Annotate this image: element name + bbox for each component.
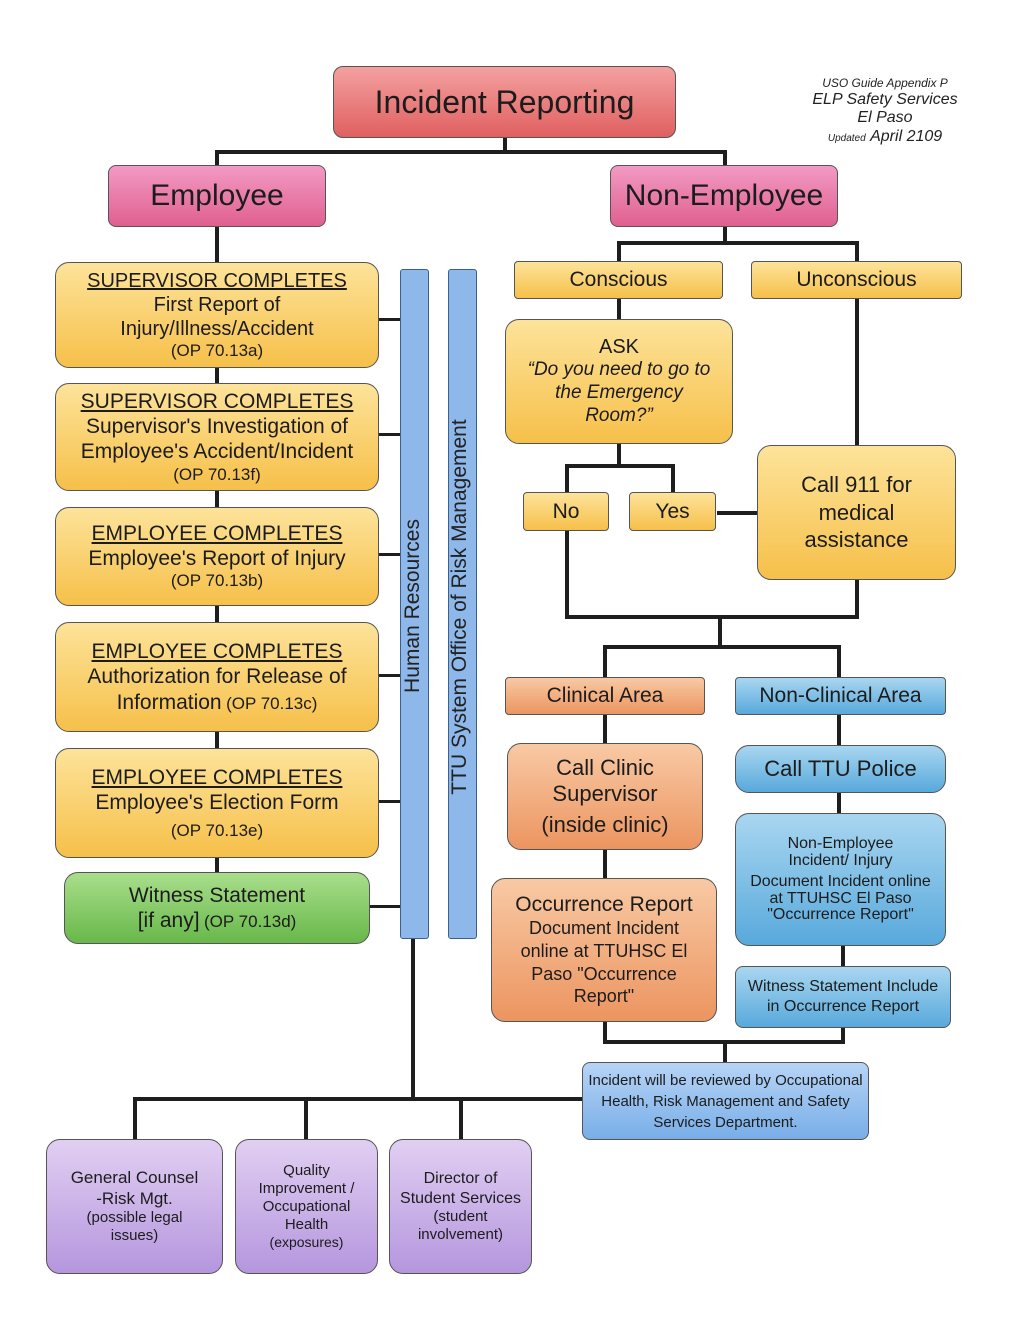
non-clinical-area-label: Non-Clinical Area: [759, 684, 922, 708]
human-resources-bar: [400, 269, 429, 939]
non-employee-injury-body: Document Incident online at TTUHSC El Pa…: [750, 872, 931, 924]
non-employee-injury-title: Non-Employee Incident/ Injury: [787, 834, 894, 870]
witness-include-text: Witness Statement Include in Occurrence …: [747, 978, 939, 1015]
call-ttu-police-box: Call TTU Police: [735, 745, 946, 793]
witness-line1: Witness Statement: [128, 883, 306, 907]
risk-management-bar: [448, 269, 477, 939]
general-counsel-line2: -Risk Mgt.: [96, 1188, 173, 1208]
guide-updated: Updated April 2109: [795, 128, 975, 146]
step-heading: EMPLOYEE COMPLETES: [91, 522, 343, 546]
quality-improvement-line1: Quality Improvement / Occupational Healt…: [258, 1162, 355, 1234]
director-line1: Director of Student Services: [400, 1170, 521, 1207]
yes-box: Yes: [629, 492, 716, 531]
review-box: Incident will be reviewed by Occupationa…: [582, 1062, 869, 1140]
occurrence-title: Occurrence Report: [515, 892, 693, 916]
call-clinic-line2: Supervisor: [552, 781, 658, 807]
quality-improvement-box: Quality Improvement / Occupational Healt…: [235, 1139, 378, 1274]
step-line2: Injury/Illness/Accident: [120, 317, 314, 340]
witness-code: (OP 70.13d): [204, 912, 297, 931]
call-ttu-police-label: Call TTU Police: [764, 755, 917, 781]
clinical-area-label: Clinical Area: [546, 684, 664, 708]
supervisor-investigation-box: SUPERVISOR COMPLETES Supervisor's Invest…: [55, 383, 379, 491]
step-heading: SUPERVISOR COMPLETES: [87, 269, 347, 292]
step-heading: SUPERVISOR COMPLETES: [80, 390, 354, 414]
authorization-release-box: EMPLOYEE COMPLETES Authorization for Rel…: [55, 622, 379, 732]
conscious-label: Conscious: [569, 268, 668, 292]
witness-line2-row: [if any] (OP 70.13d): [138, 908, 297, 933]
employee-node: Employee: [108, 165, 326, 227]
employee-title: Employee: [150, 179, 284, 212]
witness-include-box: Witness Statement Include in Occurrence …: [735, 966, 951, 1028]
call-911-box: Call 911 for medical assistance: [757, 445, 956, 580]
non-clinical-area-box: Non-Clinical Area: [735, 677, 946, 715]
no-box: No: [523, 492, 609, 531]
call-clinic-supervisor-box: Call Clinic Supervisor (inside clinic): [507, 743, 703, 850]
guide-info: USO Guide Appendix P ELP Safety Services…: [795, 76, 975, 146]
general-counsel-line1: General Counsel: [70, 1168, 199, 1188]
director-student-services-box: Director of Student Services (student in…: [389, 1139, 532, 1274]
incident-reporting-title: Incident Reporting: [333, 66, 676, 138]
step-heading: EMPLOYEE COMPLETES: [91, 765, 343, 789]
step-code: (OP 70.13b): [170, 571, 264, 591]
general-counsel-box: General Counsel -Risk Mgt. (possible leg…: [46, 1139, 223, 1274]
updated-label: Updated: [827, 132, 866, 144]
human-resources-label: Human Resources: [401, 519, 424, 693]
page-title: Incident Reporting: [374, 83, 635, 120]
conscious-box: Conscious: [514, 261, 723, 299]
witness-statement-box: Witness Statement [if any] (OP 70.13d): [64, 872, 370, 944]
call-clinic-line3: (inside clinic): [541, 811, 669, 837]
no-label: No: [552, 499, 580, 523]
occurrence-body: Document Incident online at TTUHSC El Pa…: [520, 917, 688, 1007]
unconscious-box: Unconscious: [751, 261, 962, 299]
election-form-box: EMPLOYEE COMPLETES Employee's Election F…: [55, 748, 379, 858]
step-line1: Supervisor's Investigation of: [86, 415, 348, 439]
step-code: (OP 70.13c): [226, 693, 318, 713]
call-911-text: Call 911 for medical assistance: [801, 472, 912, 553]
step-line1: Authorization for Release of: [87, 665, 347, 689]
director-line2: (student involvement): [417, 1207, 504, 1243]
supervisor-first-report-box: SUPERVISOR COMPLETES First Report of Inj…: [55, 262, 379, 368]
witness-line2: [if any]: [137, 909, 200, 932]
step-line1: First Report of: [153, 293, 281, 316]
employee-report-of-injury-box: EMPLOYEE COMPLETES Employee's Report of …: [55, 507, 379, 606]
yes-label: Yes: [655, 499, 690, 523]
review-text: Incident will be reviewed by Occupationa…: [588, 1071, 863, 1131]
step-line2: Employee's Accident/Incident: [80, 440, 354, 464]
call-clinic-line1: Call Clinic: [556, 754, 654, 780]
ask-question: “Do you need to go to the Emergency Room…: [527, 359, 711, 426]
step-heading: EMPLOYEE COMPLETES: [91, 640, 343, 664]
unconscious-label: Unconscious: [796, 268, 917, 292]
non-employee-title: Non-Employee: [624, 179, 824, 212]
step-code: (OP 70.13a): [170, 340, 264, 360]
guide-city: El Paso: [857, 109, 913, 127]
ask-emergency-box: ASK “Do you need to go to the Emergency …: [505, 319, 733, 444]
guide-services: ELP Safety Services: [812, 90, 958, 108]
guide-appendix: USO Guide Appendix P: [822, 76, 948, 90]
step-code: (OP 70.13f): [173, 464, 261, 484]
clinical-area-box: Clinical Area: [505, 677, 705, 715]
step-line1: Employee's Report of Injury: [88, 547, 346, 571]
risk-management-label: TTU System Office of Risk Management: [448, 419, 471, 795]
quality-improvement-line2: (exposures): [269, 1234, 344, 1251]
non-employee-node: Non-Employee: [610, 165, 838, 227]
general-counsel-line3: (possible legal issues): [86, 1208, 183, 1244]
step-line1: Employee's Election Form: [95, 790, 339, 814]
step-code: (OP 70.13e): [170, 820, 264, 840]
non-employee-injury-box: Non-Employee Incident/ Injury Document I…: [735, 813, 946, 946]
updated-date: April 2109: [870, 127, 943, 145]
occurrence-report-box: Occurrence Report Document Incident onli…: [491, 878, 717, 1022]
step-line2: Information: [116, 690, 222, 714]
step-line2-row: Information (OP 70.13c): [117, 690, 318, 715]
ask-prefix: ASK: [598, 336, 640, 359]
